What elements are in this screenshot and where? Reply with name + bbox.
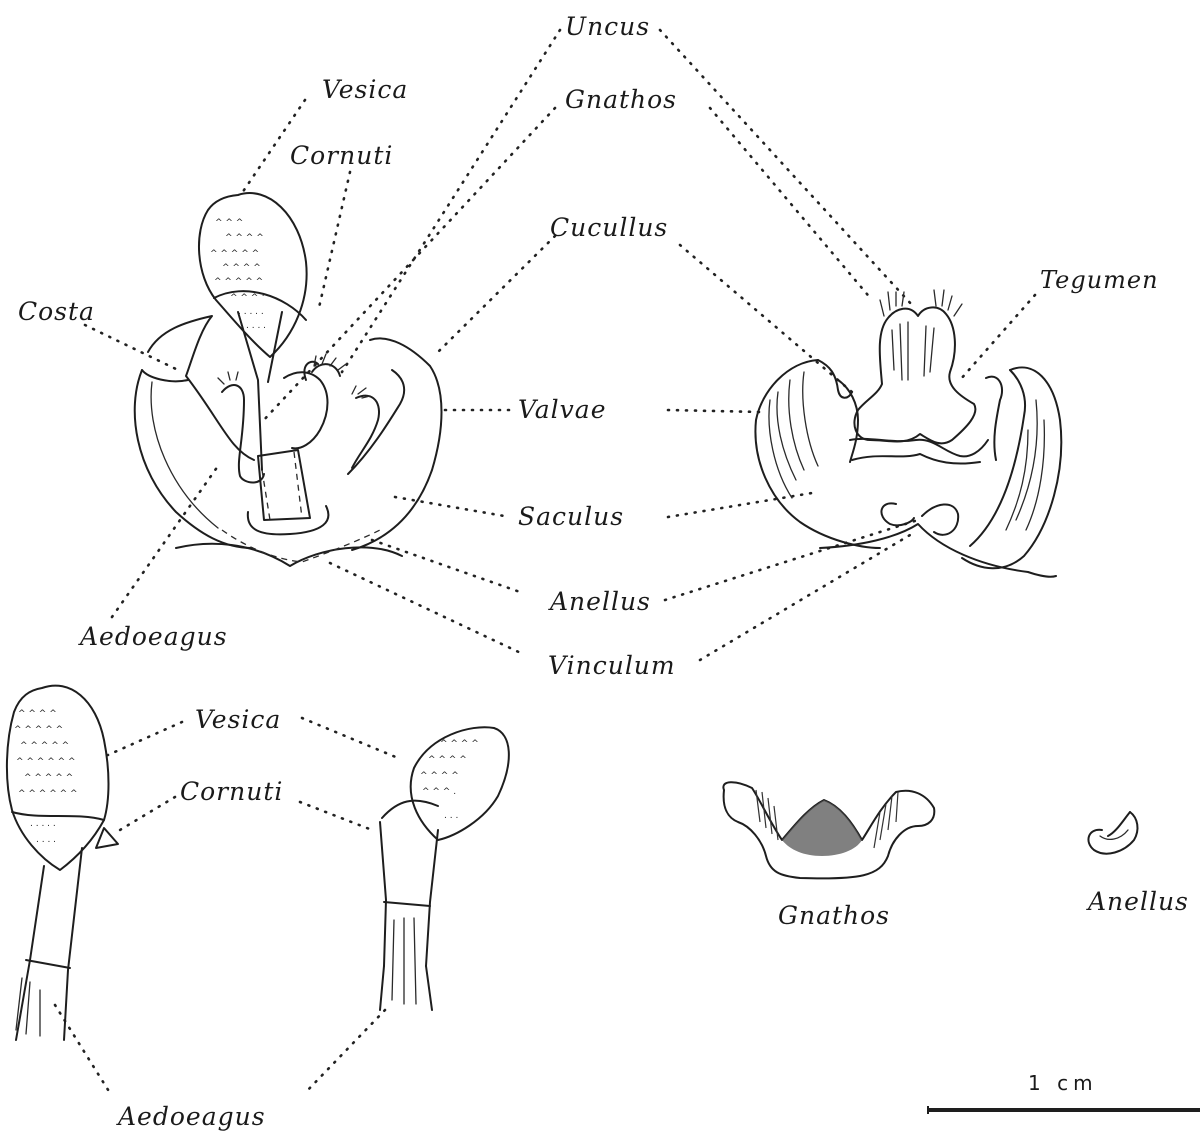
svg-text:. . . .: . . . .: [36, 835, 56, 845]
svg-text:^ ^ ^ ^: ^ ^ ^ ^: [225, 233, 264, 243]
label-aedoeagus-bottom: Aedoeagus: [116, 1102, 266, 1131]
svg-text:^ ^ ^ ^: ^ ^ ^ ^: [440, 739, 479, 749]
anellus-detail-drawing: [1088, 812, 1137, 854]
scale-bar: 1 cm: [928, 1071, 1200, 1114]
svg-text:^ ^ ^ ^ ^ ^: ^ ^ ^ ^ ^ ^: [18, 789, 78, 799]
label-cornuti-top: Cornuti: [290, 141, 393, 170]
label-cornuti-bottom: Cornuti: [180, 777, 283, 806]
svg-text:^ ^ ^ ^ ^: ^ ^ ^ ^ ^: [24, 773, 73, 783]
svg-text:. . . .: . . . .: [246, 321, 266, 331]
label-aedoeagus-top: Aedoeagus: [78, 622, 228, 651]
svg-text:^ ^ ^: ^ ^ ^: [215, 218, 243, 228]
label-cucullus: Cucullus: [550, 213, 668, 242]
label-gnathos-detail: Gnathos: [778, 901, 890, 930]
vesica-spines-bottom-left: ^ ^ ^ ^ ^ ^ ^ ^ ^ ^ ^ ^ ^ ^ ^ ^ ^ ^ ^ ^ …: [14, 709, 78, 845]
label-costa: Costa: [18, 297, 95, 326]
label-uncus: Uncus: [565, 12, 650, 41]
svg-text:^ ^ ^ ^ ^ ^: ^ ^ ^ ^ ^ ^: [16, 757, 76, 767]
svg-text:^ ^ ^ ^ ^: ^ ^ ^ ^ ^: [14, 725, 63, 735]
svg-text:. . .: . . .: [444, 811, 458, 821]
label-valvae: Valvae: [518, 395, 606, 424]
labels: Uncus Vesica Gnathos Cornuti Cucullus Te…: [18, 12, 1189, 1131]
svg-text:^ ^ ^ ^: ^ ^ ^ ^: [230, 293, 269, 303]
uncus-shape: [854, 307, 975, 443]
svg-text:^ ^ ^ ^: ^ ^ ^ ^: [222, 263, 261, 273]
svg-text:^ ^ ^ ^ ^: ^ ^ ^ ^ ^: [20, 741, 69, 751]
specimen-left-view: ^ ^ ^ ^ ^ ^ ^ ^ ^ ^ ^ ^ ^ ^ ^ ^ ^ ^ ^ ^ …: [135, 193, 442, 566]
svg-text:^ ^ ^ ^: ^ ^ ^ ^: [420, 771, 459, 781]
label-anellus-detail: Anellus: [1086, 887, 1189, 916]
svg-text:. . . . .: . . . . .: [238, 307, 264, 317]
svg-text:^ ^ ^ ^: ^ ^ ^ ^: [428, 755, 467, 765]
label-anellus-mid: Anellus: [548, 587, 651, 616]
aedoeagus-right-detail: ^ ^ ^ ^ ^ ^ ^ ^ ^ ^ ^ ^ ^ ^ ^ . . . .: [380, 727, 509, 1010]
leader-lines: [55, 30, 1035, 1093]
aedoeagus-left-detail: ^ ^ ^ ^ ^ ^ ^ ^ ^ ^ ^ ^ ^ ^ ^ ^ ^ ^ ^ ^ …: [7, 686, 118, 1040]
svg-text:^ ^ ^ ^ ^: ^ ^ ^ ^ ^: [214, 277, 263, 287]
label-vesica-top: Vesica: [322, 75, 408, 104]
label-vesica-bottom: Vesica: [195, 705, 281, 734]
svg-text:^ ^ ^ .: ^ ^ ^ .: [422, 787, 456, 797]
label-vinculum: Vinculum: [548, 651, 676, 680]
specimen-right-view: [755, 290, 1061, 577]
label-gnathos-top: Gnathos: [565, 85, 677, 114]
svg-text:^ ^ ^ ^ ^: ^ ^ ^ ^ ^: [210, 249, 259, 259]
scale-bar-label: 1 cm: [1028, 1071, 1098, 1095]
svg-text:. . . . .: . . . . .: [30, 819, 56, 829]
gnathos-detail-drawing: [723, 782, 934, 878]
svg-text:^ ^ ^ ^: ^ ^ ^ ^: [18, 709, 57, 719]
label-tegumen: Tegumen: [1040, 266, 1159, 294]
label-saculus: Saculus: [518, 502, 624, 531]
vesica-spines-bottom-right: ^ ^ ^ ^ ^ ^ ^ ^ ^ ^ ^ ^ ^ ^ ^ . . . .: [420, 739, 479, 821]
